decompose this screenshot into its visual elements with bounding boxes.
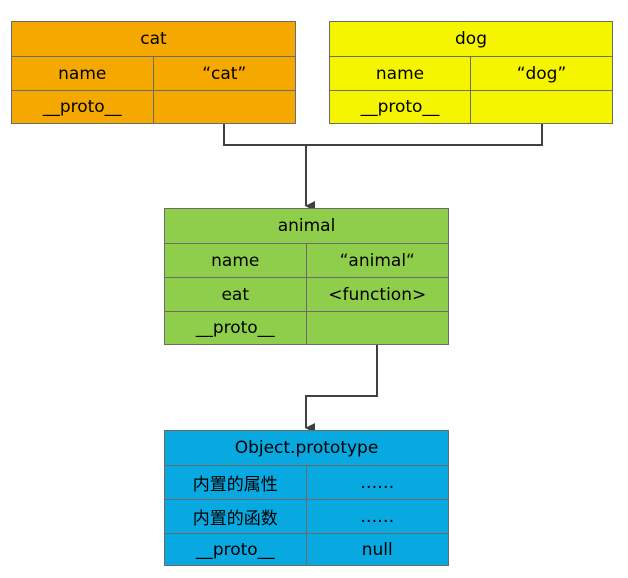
animal-name-value: “animal“ <box>339 250 415 271</box>
cat-row-name: name “cat” <box>12 56 295 90</box>
dog-name-value: “dog” <box>516 63 567 84</box>
dog-title-row: dog <box>330 22 612 56</box>
animal-proto-connector <box>305 327 378 433</box>
animal-proto-key: __proto__ <box>165 312 307 344</box>
object-proto-key: __proto__ <box>165 534 307 565</box>
animal-row-name: name “animal“ <box>165 243 448 277</box>
dog-row-name: name “dog” <box>330 56 612 90</box>
animal-row-eat: eat <function> <box>165 277 448 311</box>
object-prototype-box: Object.prototype 内置的属性 …… 内置的函数 …… __pro… <box>164 430 449 566</box>
dog-name-key: name <box>330 57 471 90</box>
dog-proto-key: __proto__ <box>330 91 471 123</box>
object-row-builtin-funcs: 内置的函数 …… <box>165 499 448 533</box>
animal-eat-key: eat <box>165 278 307 311</box>
object-row-proto: __proto__ null <box>165 533 448 565</box>
object-builtin-props-value: …… <box>360 472 395 493</box>
object-builtin-funcs-value: …… <box>360 506 395 527</box>
object-title-row: Object.prototype <box>165 431 448 465</box>
cat-name-key: name <box>12 57 154 90</box>
animal-object-box: animal name “animal“ eat <function> __pr… <box>164 208 449 345</box>
cat-proto-key: __proto__ <box>12 91 154 123</box>
cat-name-value: “cat” <box>202 63 247 84</box>
object-builtin-funcs-key: 内置的函数 <box>165 500 307 533</box>
object-prototype-title: Object.prototype <box>234 438 379 458</box>
animal-proto-value <box>307 312 449 344</box>
cat-title: cat <box>140 29 167 49</box>
object-proto-value: null <box>361 539 393 560</box>
cat-object-box: cat name “cat” __proto__ <box>11 21 296 124</box>
cat-proto-value <box>154 91 296 123</box>
object-builtin-props-key: 内置的属性 <box>165 466 307 499</box>
animal-name-key: name <box>165 244 307 277</box>
dog-object-box: dog name “dog” __proto__ <box>329 21 613 124</box>
dog-proto-value <box>471 91 612 123</box>
dog-row-proto: __proto__ <box>330 90 612 123</box>
animal-eat-value: <function> <box>328 284 427 305</box>
cat-title-row: cat <box>12 22 295 56</box>
object-row-builtin-props: 内置的属性 …… <box>165 465 448 499</box>
dog-title: dog <box>455 29 487 49</box>
animal-row-proto: __proto__ <box>165 311 448 344</box>
cat-row-proto: __proto__ <box>12 90 295 123</box>
animal-title: animal <box>277 216 336 236</box>
animal-title-row: animal <box>165 209 448 243</box>
